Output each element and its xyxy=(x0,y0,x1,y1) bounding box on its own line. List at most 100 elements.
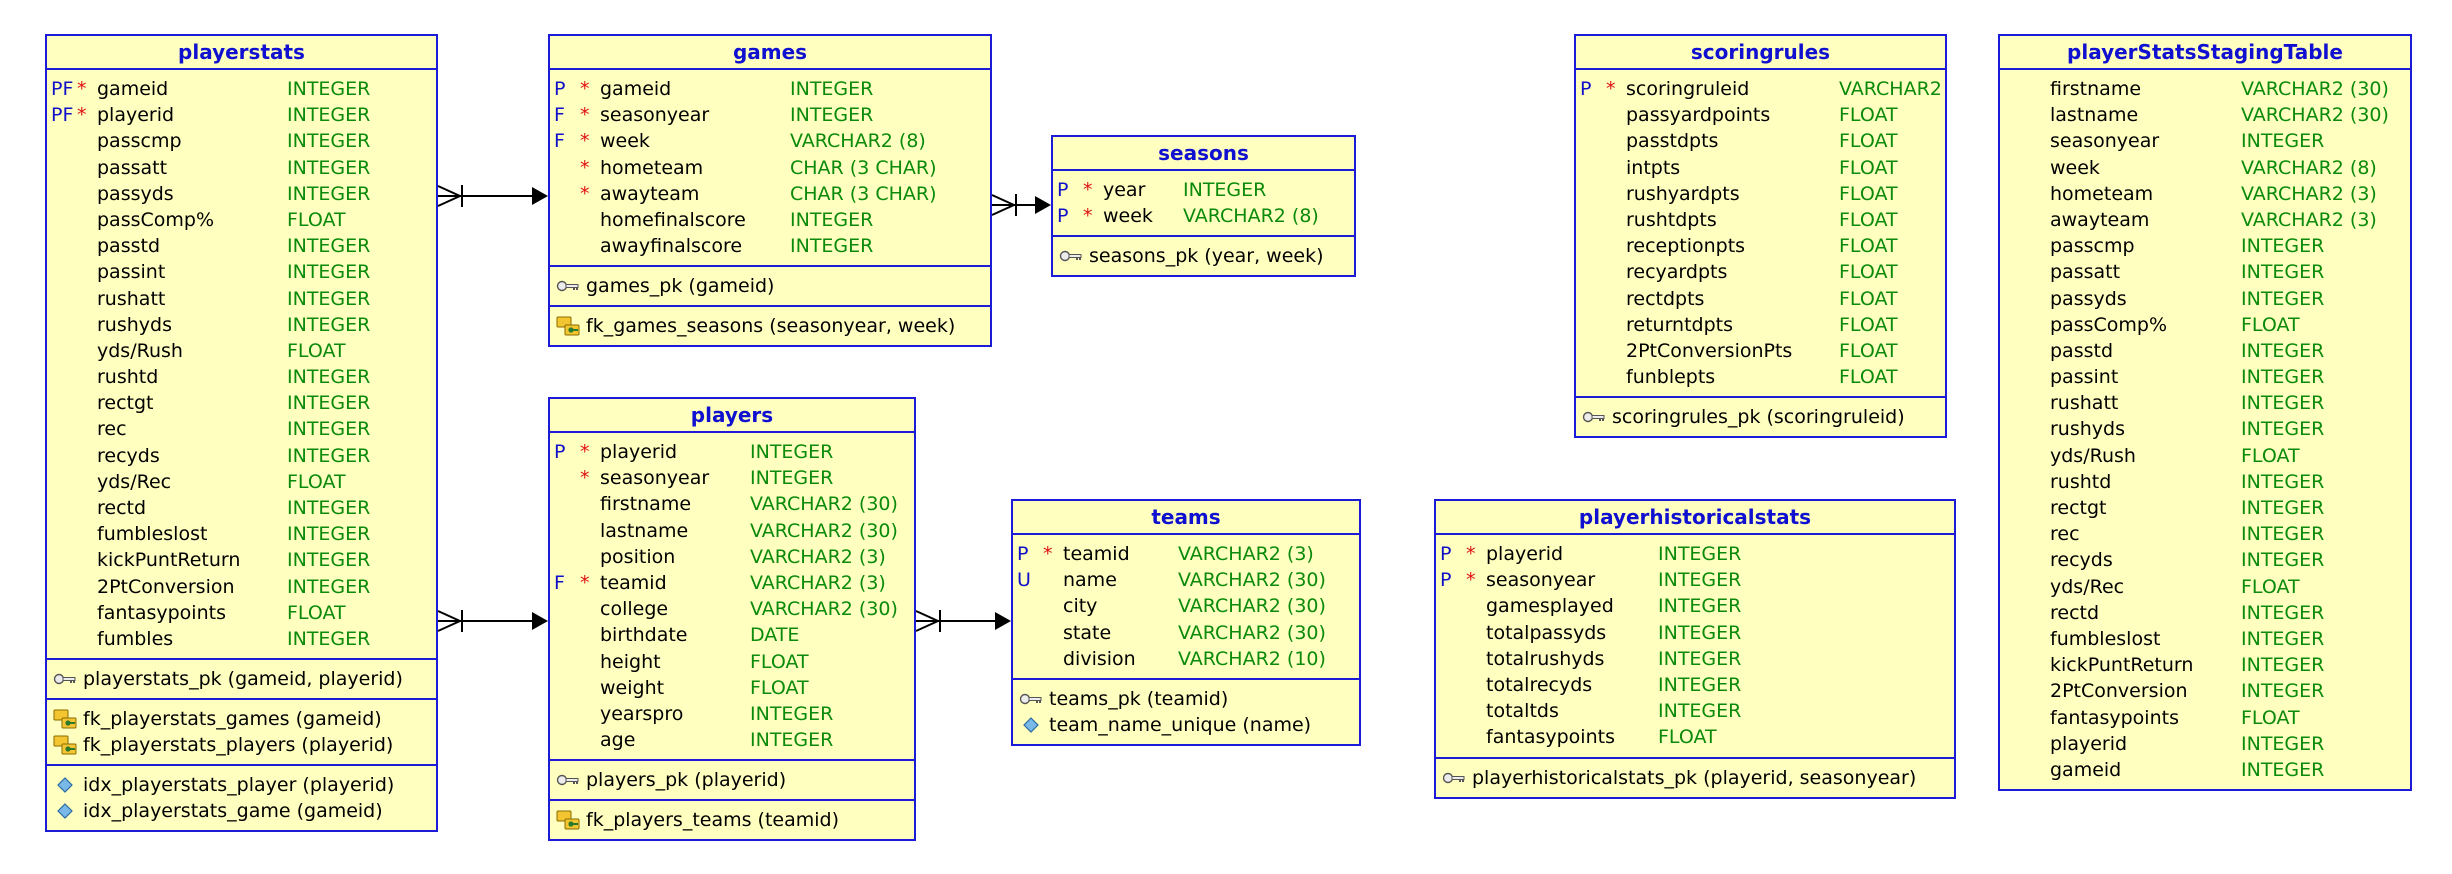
constraint-item[interactable]: fk_playerstats_players (playerid) xyxy=(47,732,436,758)
constraint-item[interactable]: idx_playerstats_game (gameid) xyxy=(47,798,436,824)
constraint-item[interactable]: playerstats_pk (gameid, playerid) xyxy=(47,666,436,692)
constraint-item[interactable]: fk_playerstats_games (gameid) xyxy=(47,706,436,732)
constraint-item[interactable]: playerhistoricalstats_pk (playerid, seas… xyxy=(1436,765,1954,791)
table-title[interactable]: seasons xyxy=(1053,137,1354,171)
constraint-item[interactable]: seasons_pk (year, week) xyxy=(1053,243,1354,269)
table-title[interactable]: games xyxy=(550,36,990,70)
constraint-item[interactable]: idx_playerstats_player (playerid) xyxy=(47,772,436,798)
column-row[interactable]: passComp%FLOAT xyxy=(47,207,436,233)
table-title[interactable]: teams xyxy=(1013,501,1359,535)
constraint-item[interactable]: fk_games_seasons (seasonyear, week) xyxy=(550,313,990,339)
constraint-item[interactable]: teams_pk (teamid) xyxy=(1013,686,1359,712)
table-title[interactable]: playerstats xyxy=(47,36,436,70)
table-title[interactable]: scoringrules xyxy=(1576,36,1945,70)
constraint-item[interactable]: team_name_unique (name) xyxy=(1013,712,1359,738)
table-title[interactable]: playerStatsStagingTable xyxy=(2000,36,2410,70)
constraint-item[interactable]: fk_players_teams (teamid) xyxy=(550,807,914,833)
constraint-item[interactable]: games_pk (gameid) xyxy=(550,273,990,299)
